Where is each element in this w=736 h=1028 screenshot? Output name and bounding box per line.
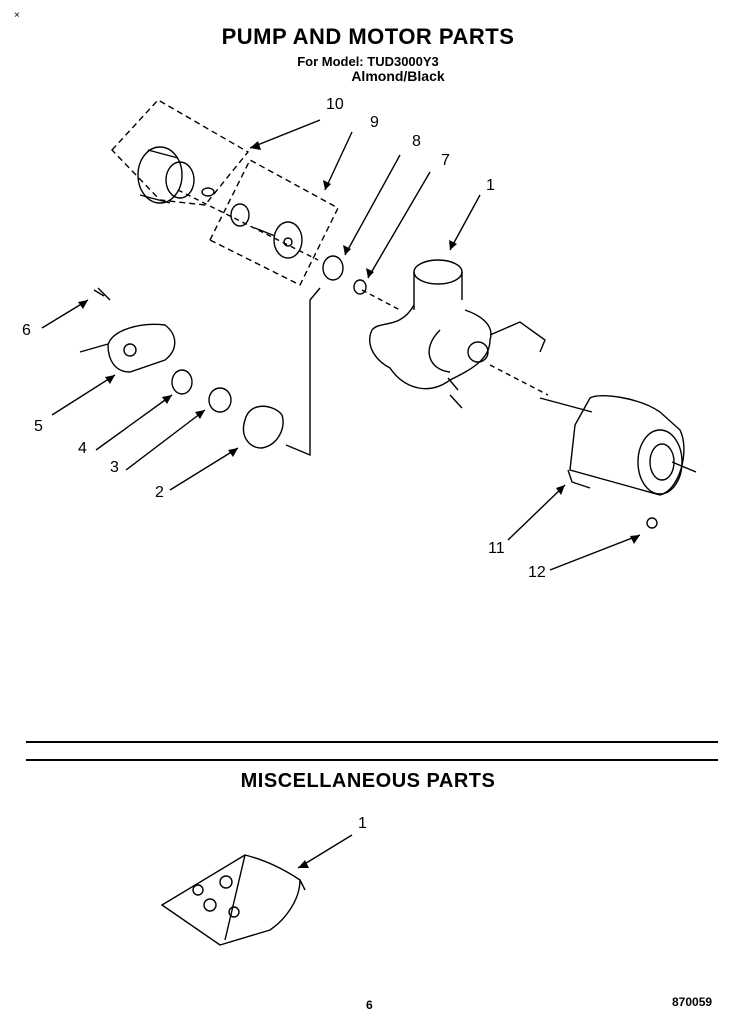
group-10-box [111,99,250,206]
color-line: Almond/Black [351,68,445,84]
callout-12: 12 [528,564,546,581]
part-5-bracket [79,323,176,373]
part-11-motor [539,395,697,496]
part-3-seal [208,387,232,413]
callout-11: 11 [488,540,505,557]
callout-9: 9 [370,114,379,131]
callout-2: 2 [155,484,164,501]
part-12-nut [646,517,658,529]
callout-8: 8 [412,133,421,150]
page-number: 6 [366,998,373,1012]
page-title: PUMP AND MOTOR PARTS [221,24,515,49]
divider-rule-top [26,741,718,743]
callout-6: 6 [22,322,31,339]
corner-mark: × [14,10,20,21]
group-9-box [209,159,339,286]
misc-parts-bag [160,834,353,946]
misc-callout-1: 1 [358,815,367,832]
misc-section-title: MISCELLANEOUS PARTS [240,770,496,792]
part-1-pump-housing [369,259,546,409]
part-2-gasket [242,405,284,449]
part-4-ring [171,369,193,395]
callout-7: 7 [441,152,450,169]
part-6-screw [93,287,111,301]
callout-10: 10 [326,96,344,113]
document-id: 870059 [672,995,713,1009]
part-7-washer [353,279,367,295]
callout-4: 4 [78,440,87,457]
model-line: For Model: TUD3000Y3 [297,54,439,69]
callout-3: 3 [110,459,119,476]
part-10-drum [137,146,215,204]
divider-rule-bottom [26,759,718,761]
part-8-seal [322,255,344,281]
part-9-impeller [230,203,303,259]
callout-5: 5 [34,418,43,435]
callout-1: 1 [486,177,495,194]
